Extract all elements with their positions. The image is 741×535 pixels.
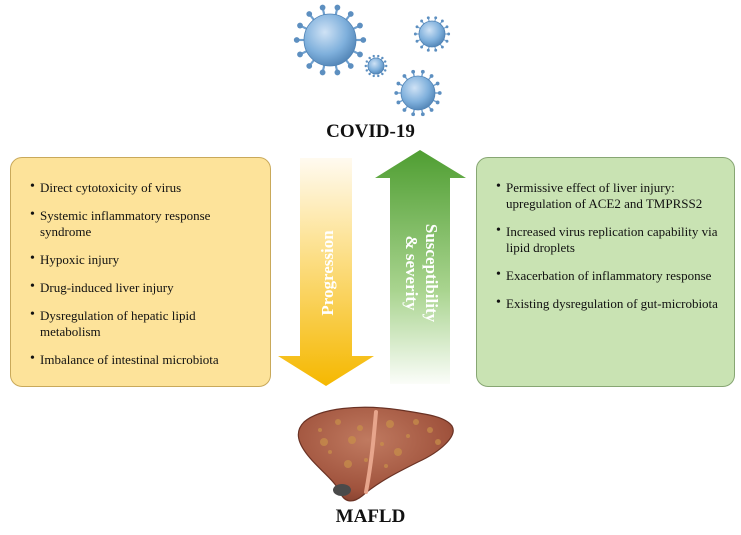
list-item: Direct cytotoxicity of virus	[30, 179, 256, 196]
list-item: Hypoxic injury	[30, 251, 256, 268]
severity-label: & severity	[402, 235, 421, 311]
arrows-group: Progression Susceptibility & severity	[278, 150, 466, 386]
susceptibility-mechanisms-panel: Permissive effect of liver injury: upreg…	[476, 157, 735, 387]
susceptibility-arrow	[375, 150, 466, 384]
progression-mechanisms-panel: Direct cytotoxicity of virus Systemic in…	[10, 157, 271, 387]
progression-mechanisms-list: Direct cytotoxicity of virus Systemic in…	[30, 179, 256, 368]
list-item: Existing dysregulation of gut-microbiota	[496, 295, 720, 312]
susceptibility-mechanisms-list: Permissive effect of liver injury: upreg…	[496, 179, 720, 312]
list-item: Permissive effect of liver injury: upreg…	[496, 179, 720, 212]
progression-label: Progression	[318, 230, 337, 316]
list-item: Dysregulation of hepatic lipid metabolis…	[30, 307, 256, 340]
list-item: Increased virus replication capability v…	[496, 223, 720, 256]
mafld-label: MAFLD	[335, 506, 406, 527]
coronavirus-icon	[293, 4, 451, 117]
list-item: Exacerbation of inflammatory response	[496, 267, 720, 284]
covid-19-label: COVID-19	[326, 121, 415, 142]
list-item: Drug-induced liver injury	[30, 279, 256, 296]
liver-icon	[297, 406, 454, 502]
susceptibility-label: Susceptibility	[422, 224, 441, 323]
progression-arrow	[278, 158, 374, 386]
list-item: Systemic inflammatory response syndrome	[30, 207, 256, 240]
list-item: Imbalance of intestinal microbiota	[30, 351, 256, 368]
